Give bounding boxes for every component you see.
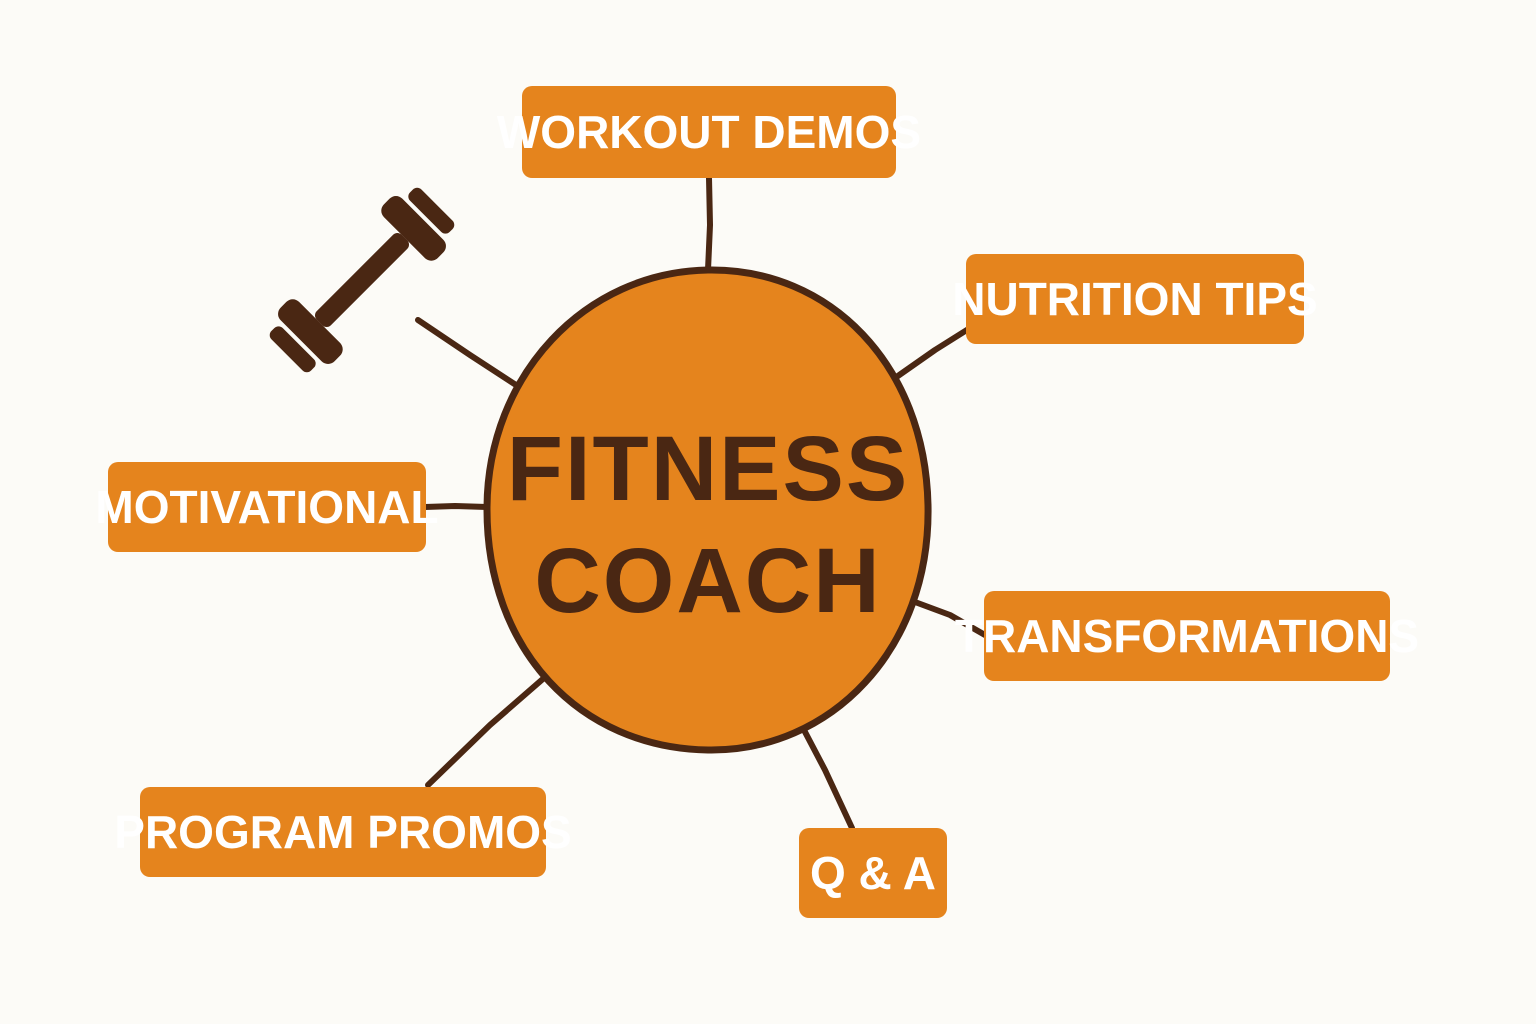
node-label-workout-demos: WORKOUT DEMOS xyxy=(497,106,921,158)
node-box xyxy=(522,86,896,178)
hub: FITNESS COACH xyxy=(483,266,932,754)
node-program-promos: PROGRAM PROMOS xyxy=(114,787,572,877)
connector-nutrition-tips xyxy=(892,325,973,381)
node-label-program-promos: PROGRAM PROMOS xyxy=(114,806,571,858)
node-label-nutrition-tips: NUTRITION TIPS xyxy=(952,273,1317,325)
dumbbell-icon xyxy=(269,187,455,373)
connector-motivational xyxy=(422,503,490,510)
connector-dumbbell xyxy=(415,317,519,388)
node-workout-demos: WORKOUT DEMOS xyxy=(497,86,921,178)
node-box xyxy=(966,254,1304,344)
node-motivational: MOTIVATIONAL xyxy=(95,462,439,552)
connector-q-and-a xyxy=(801,727,855,831)
node-box xyxy=(984,591,1390,681)
connectors xyxy=(415,175,988,831)
node-box xyxy=(799,828,947,918)
node-label-q-and-a: Q & A xyxy=(810,847,936,899)
hub-circle xyxy=(483,266,932,754)
node-box xyxy=(140,787,546,877)
node-q-and-a: Q & A xyxy=(799,828,947,918)
node-label-motivational: MOTIVATIONAL xyxy=(95,481,438,533)
connector-transformations xyxy=(912,599,988,638)
node-transformations: TRANSFORMATIONS xyxy=(955,591,1419,681)
connector-workout-demos xyxy=(705,175,713,273)
node-box xyxy=(108,462,426,552)
connector-program-promos xyxy=(425,675,547,788)
hub-title-line-1: FITNESS xyxy=(507,418,909,520)
node-nutrition-tips: NUTRITION TIPS xyxy=(952,254,1318,344)
node-label-transformations: TRANSFORMATIONS xyxy=(955,610,1419,662)
hub-title-line-2: COACH xyxy=(534,530,881,632)
